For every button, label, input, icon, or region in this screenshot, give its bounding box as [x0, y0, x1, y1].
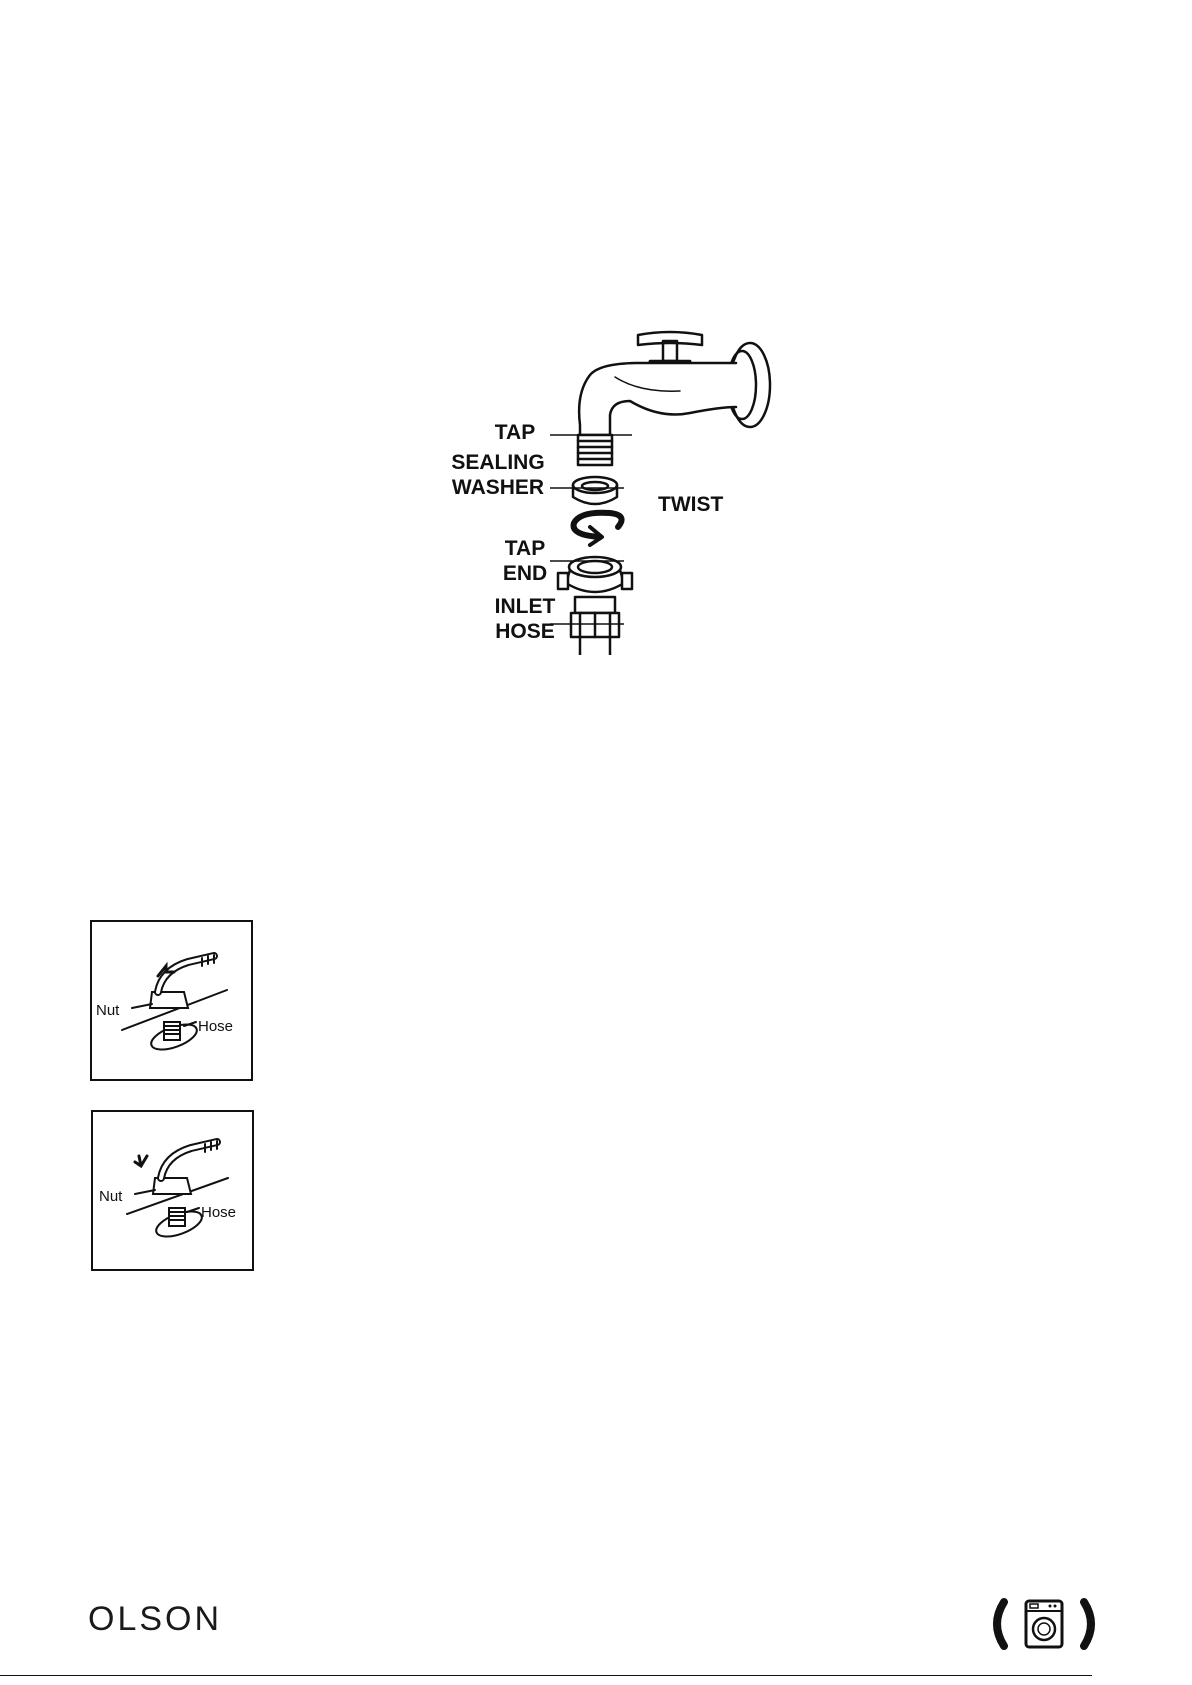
nut-label: Nut — [96, 1002, 119, 1020]
hose-label: Hose — [201, 1204, 236, 1222]
nut-label: Nut — [99, 1188, 122, 1206]
sealing-washer-label-line2: WASHER — [446, 475, 550, 500]
tap-end-label-line2: END — [498, 561, 552, 586]
tap-end-label-line1: TAP — [498, 536, 552, 561]
inlet-hose-label: INLET HOSE — [488, 594, 562, 644]
inlet-hose-label-line2: HOSE — [488, 619, 562, 644]
footer-divider — [0, 1675, 1092, 1676]
sealing-washer-label-line1: SEALING — [446, 450, 550, 475]
brand-logo: OLSON — [88, 1600, 222, 1639]
hose-nut-loosen-illustration — [92, 922, 251, 1079]
tap-label: TAP — [489, 420, 541, 445]
hose-nut-loosen-diagram: Nut Hose — [90, 920, 253, 1081]
twist-label: TWIST — [658, 492, 738, 517]
hose-nut-tighten-diagram: Nut Hose — [91, 1110, 254, 1271]
inlet-hose-label-line1: INLET — [488, 594, 562, 619]
sealing-washer-label: SEALING WASHER — [446, 450, 550, 500]
washing-machine-icon — [988, 1598, 1100, 1650]
hose-label: Hose — [198, 1018, 233, 1036]
tap-end-label: TAP END — [498, 536, 552, 586]
